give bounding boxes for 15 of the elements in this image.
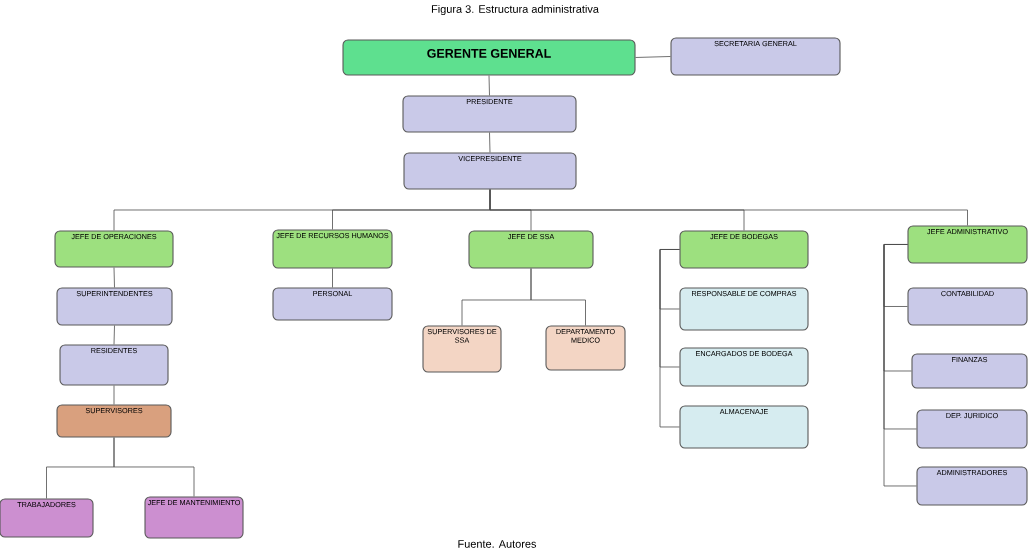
connector bbox=[332, 268, 333, 288]
connector bbox=[113, 267, 115, 288]
connector bbox=[113, 385, 115, 405]
title: Figura 3. Estructura administrativa bbox=[431, 4, 599, 16]
connector bbox=[489, 132, 491, 153]
connector bbox=[489, 189, 968, 226]
connector bbox=[659, 249, 680, 428]
caption: Fuente. Autores bbox=[458, 540, 537, 548]
connector bbox=[488, 75, 490, 96]
connector bbox=[635, 56, 671, 58]
connector bbox=[530, 268, 586, 326]
connector bbox=[113, 437, 195, 497]
connector bbox=[883, 244, 917, 487]
connector bbox=[113, 325, 115, 345]
org-box: GERENTE GENERAL bbox=[342, 39, 636, 76]
